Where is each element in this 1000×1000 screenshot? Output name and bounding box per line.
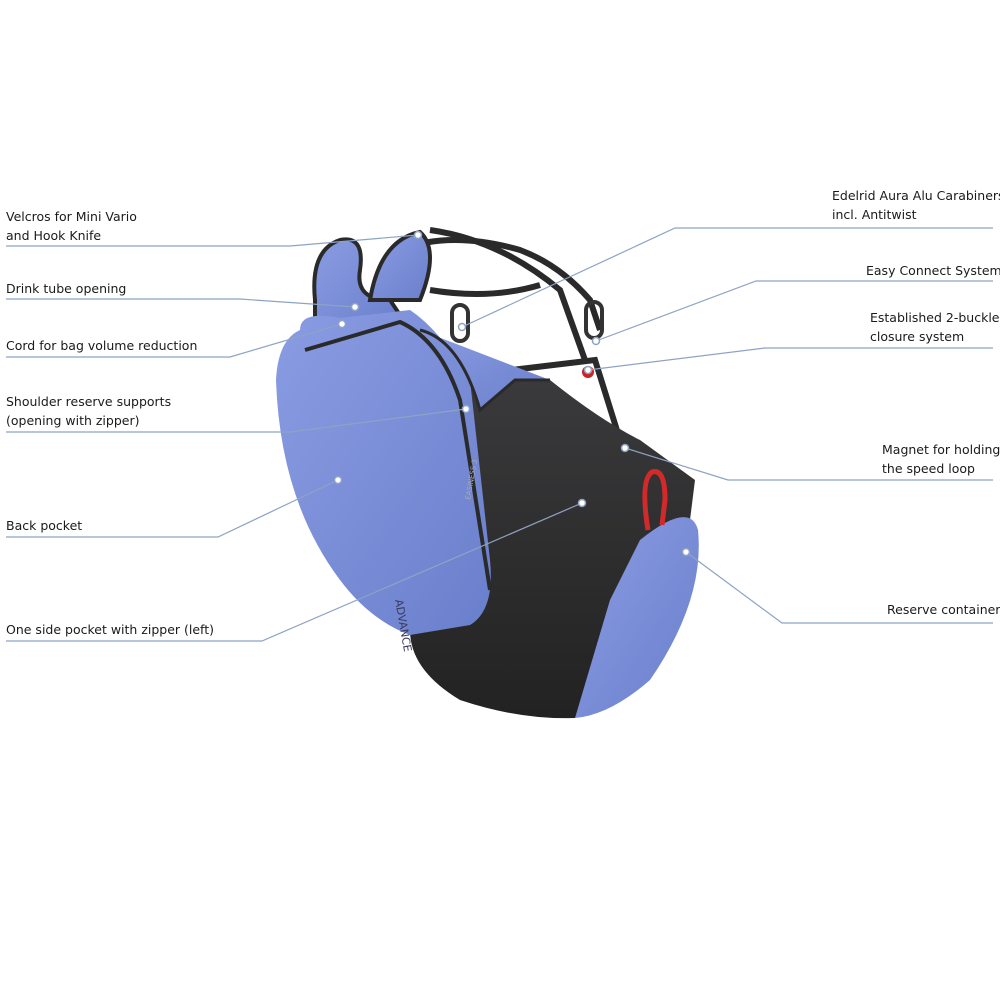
callout-text: incl. Antitwist: [832, 207, 917, 222]
callout-drink-tube: Drink tube opening: [6, 279, 126, 298]
callout-text: the speed loop: [882, 461, 975, 476]
callout-text: (opening with zipper): [6, 413, 140, 428]
leader-lines: [6, 227, 993, 642]
callout-back-pocket: Back pocket: [6, 516, 82, 535]
back-container: [276, 310, 491, 635]
callout-easy-connect: Easy Connect System: [866, 261, 1000, 280]
callout-dots: [333, 230, 691, 557]
callout-buckle: Established 2-buckle closure system: [870, 308, 999, 346]
callout-text: Established 2-buckle: [870, 310, 1000, 325]
callout-reserve: Reserve container: [887, 600, 1000, 619]
callout-text: closure system: [870, 329, 965, 344]
callout-text: Cord for bag volume reduction: [6, 338, 198, 353]
callout-side-pocket: One side pocket with zipper (left): [6, 620, 214, 639]
seat-body: [410, 380, 695, 719]
callout-text: Reserve container: [887, 602, 1000, 617]
callout-text: and Hook Knife: [6, 228, 102, 243]
reserve-container: [575, 517, 699, 718]
callout-text: One side pocket with zipper (left): [6, 622, 215, 637]
callout-cord: Cord for bag volume reduction: [6, 336, 197, 355]
callout-text: Easy Connect System: [866, 263, 1000, 278]
callout-text: Shoulder reserve supports: [6, 394, 172, 409]
callout-velcros: Velcros for Mini Vario and Hook Knife: [6, 207, 137, 245]
callout-text: Velcros for Mini Vario: [6, 209, 137, 224]
callout-text: Magnet for holding: [882, 442, 1000, 457]
callout-text: Back pocket: [6, 518, 83, 533]
shoulder-right: [367, 229, 432, 302]
callout-magnet: Magnet for holding the speed loop: [882, 440, 1000, 478]
speed-loop: [642, 469, 668, 531]
callout-text: Edelrid Aura Alu Carabiners: [832, 188, 1000, 203]
callout-shoulder-reserve: Shoulder reserve supports (opening with z…: [6, 392, 171, 430]
callout-text: Drink tube opening: [6, 281, 127, 296]
callout-carabiners: Edelrid Aura Alu Carabiners incl. Antitwi…: [832, 186, 1000, 224]
